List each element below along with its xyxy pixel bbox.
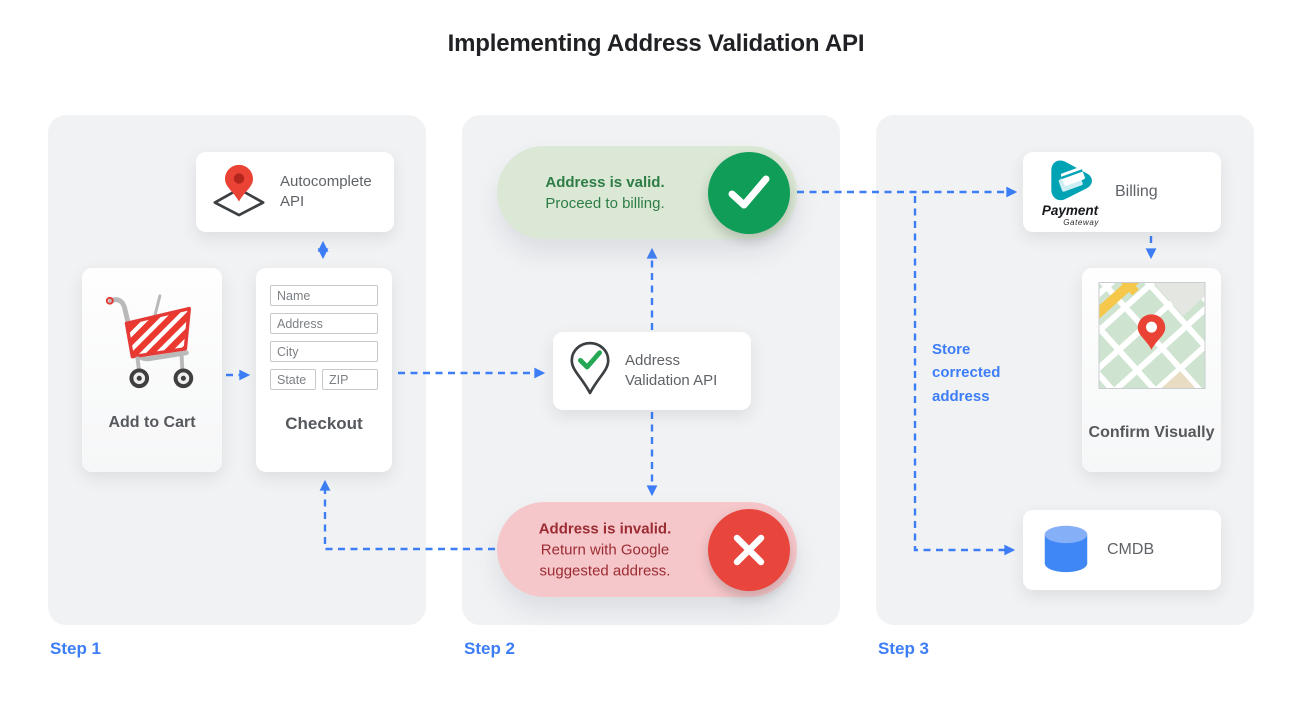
address-valid-text: Address is valid. Proceed to billing.	[511, 172, 699, 214]
cmdb-label: CMDB	[1107, 541, 1155, 559]
address-valid-subtitle: Proceed to billing.	[545, 194, 665, 212]
add-to-cart-card: Add to Cart	[82, 268, 222, 472]
page-title: Implementing Address Validation API	[447, 30, 865, 57]
state-field[interactable]	[270, 369, 316, 390]
autocomplete-api-card: Autocomplete API	[196, 152, 394, 232]
shopping-cart-icon	[105, 294, 194, 389]
payment-logo-title: Payment	[1041, 202, 1099, 218]
payment-logo-subtitle: Gateway	[1063, 218, 1099, 228]
map-pin-diamond-icon	[210, 162, 268, 223]
billing-card: Payment Gateway Billing	[1023, 152, 1221, 232]
checkout-card: Checkout	[256, 268, 392, 472]
store-corrected-address-note: Store corrected address	[932, 341, 1001, 405]
name-field[interactable]	[270, 285, 378, 306]
city-field[interactable]	[270, 341, 378, 362]
address-invalid-title: Address is invalid.	[538, 520, 672, 537]
zip-field[interactable]	[322, 369, 378, 390]
address-invalid-banner: Address is invalid. Return with Google s…	[497, 502, 797, 597]
map-thumbnail	[1098, 282, 1205, 389]
check-circle-icon	[708, 151, 790, 234]
address-valid-banner: Address is valid. Proceed to billing.	[497, 146, 797, 239]
address-invalid-text: Address is invalid. Return with Google s…	[511, 518, 699, 581]
address-field[interactable]	[270, 313, 378, 334]
billing-label: Billing	[1115, 183, 1158, 201]
payment-gateway-logo: Payment Gateway	[1037, 157, 1103, 228]
database-cylinder-icon	[1037, 520, 1095, 581]
step2-label: Step 2	[464, 639, 516, 658]
address-validation-api-label: Address Validation API	[625, 351, 718, 389]
add-to-cart-label: Add to Cart	[108, 413, 196, 431]
address-valid-title: Address is valid.	[545, 173, 665, 191]
step3-label: Step 3	[878, 639, 930, 658]
address-invalid-subtitle: Return with Google suggested address.	[539, 541, 671, 579]
confirm-visually-label: Confirm Visually	[1088, 423, 1215, 441]
address-validation-api-card: Address Validation API	[553, 332, 751, 410]
confirm-visually-card: Confirm Visually	[1082, 268, 1221, 472]
x-circle-icon	[708, 508, 790, 591]
step1-label: Step 1	[50, 639, 102, 658]
checkout-label: Checkout	[285, 414, 363, 433]
autocomplete-api-label: Autocomplete API	[280, 172, 372, 210]
cmdb-card: CMDB	[1023, 510, 1221, 590]
map-pin-check-icon	[567, 340, 613, 403]
